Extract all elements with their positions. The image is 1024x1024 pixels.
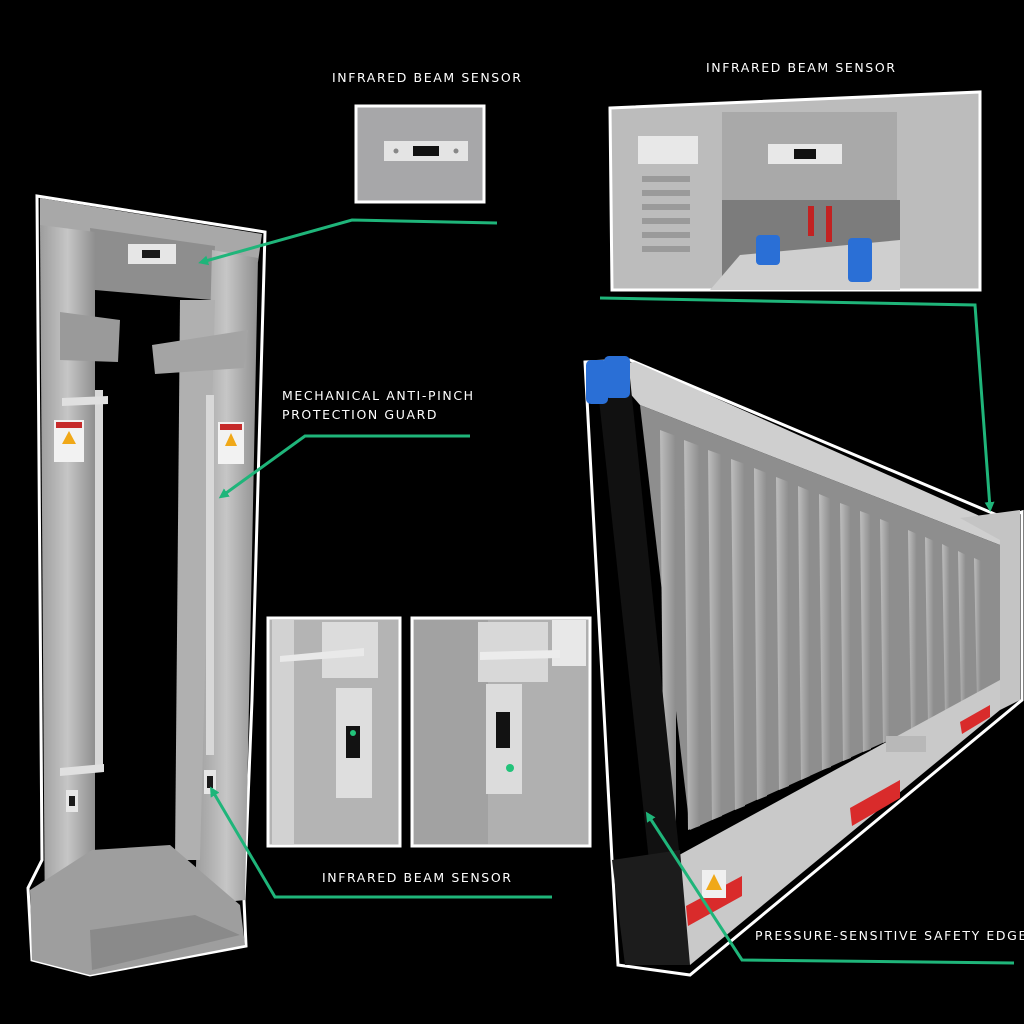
gate-post-frame bbox=[26, 194, 267, 977]
label-infrared-sensor-top: INFRARED BEAM SENSOR bbox=[332, 70, 523, 85]
label-anti-pinch-line1: MECHANICAL ANTI-PINCH bbox=[282, 388, 475, 403]
sensor-closeup-inset-top bbox=[354, 104, 486, 204]
callout-anti-pinch bbox=[218, 434, 470, 499]
sensor-closeup-inset-bottom-right bbox=[410, 616, 592, 848]
sensor-closeup-inset-right bbox=[608, 90, 982, 292]
callout-lines bbox=[198, 218, 1015, 965]
label-anti-pinch-line2: PROTECTION GUARD bbox=[282, 407, 439, 422]
callout-pressure bbox=[645, 811, 1015, 965]
sliding-gate bbox=[583, 356, 1024, 977]
sensor-closeup-inset-bottom-left bbox=[266, 616, 402, 848]
label-infrared-sensor-bottom: INFRARED BEAM SENSOR bbox=[322, 870, 513, 885]
callout-top-right bbox=[599, 296, 995, 512]
callout-top-center bbox=[198, 218, 498, 266]
label-infrared-sensor-right: INFRARED BEAM SENSOR bbox=[706, 60, 897, 75]
callout-bottom bbox=[209, 786, 552, 899]
label-anti-pinch-guard: MECHANICAL ANTI-PINCH PROTECTION GUARD bbox=[282, 386, 475, 424]
label-pressure-safety-edge: PRESSURE-SENSITIVE SAFETY EDGE bbox=[755, 928, 1024, 943]
